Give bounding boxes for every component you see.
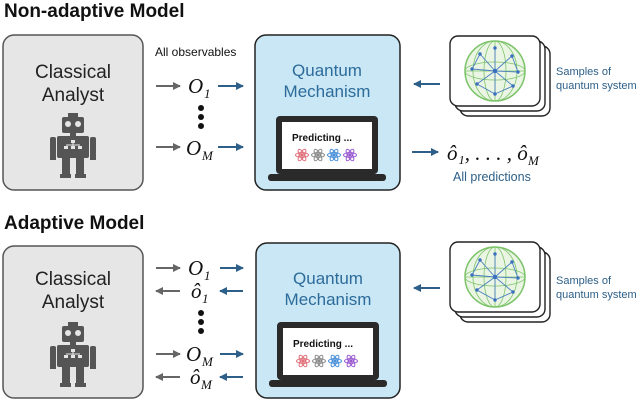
- observable-om: O: [186, 342, 201, 366]
- analyst-label-line1: Classical: [35, 62, 111, 83]
- observable-om-subscript: M: [201, 148, 214, 163]
- analyst-label-line1: Classical: [35, 269, 111, 290]
- all-predictions-label: All predictions: [453, 170, 531, 184]
- adaptive-section: Adaptive Model Classical Analyst O 1 ô 1…: [2, 213, 637, 399]
- non-adaptive-mechanism-box: Quantum Mechanism Predicting ...: [254, 34, 401, 191]
- quantum-samples-icon: [449, 241, 551, 323]
- predicting-text: Predicting ...: [292, 133, 352, 144]
- mechanism-label-line1: Quantum: [293, 269, 363, 288]
- observable-o1-subscript: 1: [204, 268, 211, 283]
- observable-o1: O: [188, 74, 203, 98]
- all-observables-label: All observables: [155, 45, 236, 59]
- non-adaptive-section: Non-adaptive Model Classical Analyst All…: [2, 1, 637, 191]
- laptop-icon: Predicting ...: [269, 322, 387, 387]
- observable-om-subscript: M: [201, 354, 214, 369]
- samples-label-line1: Samples of: [556, 66, 612, 78]
- samples-label-line1: Samples of: [556, 275, 612, 287]
- vertical-ellipsis: [198, 310, 204, 334]
- mechanism-label-line1: Quantum: [292, 61, 362, 80]
- observable-o1: O: [188, 256, 203, 280]
- non-adaptive-analyst-box: Classical Analyst: [2, 34, 144, 191]
- predictions-formula-subscript: M: [527, 153, 540, 168]
- samples-label-line2: quantum system: [556, 289, 637, 301]
- laptop-icon: Predicting ...: [268, 116, 386, 181]
- vertical-ellipsis: [198, 105, 204, 129]
- analyst-label-line2: Analyst: [42, 292, 105, 313]
- prediction-o1-hat: ô: [191, 279, 202, 303]
- predicting-text: Predicting ...: [293, 339, 353, 350]
- observable-om: O: [186, 136, 201, 160]
- mechanism-label-line2: Mechanism: [284, 82, 371, 101]
- observable-o1-subscript: 1: [204, 86, 211, 101]
- analyst-label-line2: Analyst: [42, 85, 105, 106]
- predictions-formula: ô₁, . . . , ô: [447, 141, 528, 165]
- adaptive-analyst-box: Classical Analyst: [2, 245, 144, 399]
- prediction-o1-hat-subscript: 1: [202, 291, 209, 306]
- prediction-om-hat-subscript: M: [200, 377, 213, 392]
- quantum-samples-icon: [449, 35, 551, 117]
- adaptive-mechanism-box: Quantum Mechanism Predicting ...: [255, 242, 401, 399]
- prediction-om-hat: ô: [190, 365, 201, 389]
- mechanism-label-line2: Mechanism: [285, 290, 372, 309]
- non-adaptive-title: Non-adaptive Model: [4, 1, 185, 22]
- adaptive-title: Adaptive Model: [4, 213, 144, 234]
- samples-label-line2: quantum system: [556, 80, 637, 92]
